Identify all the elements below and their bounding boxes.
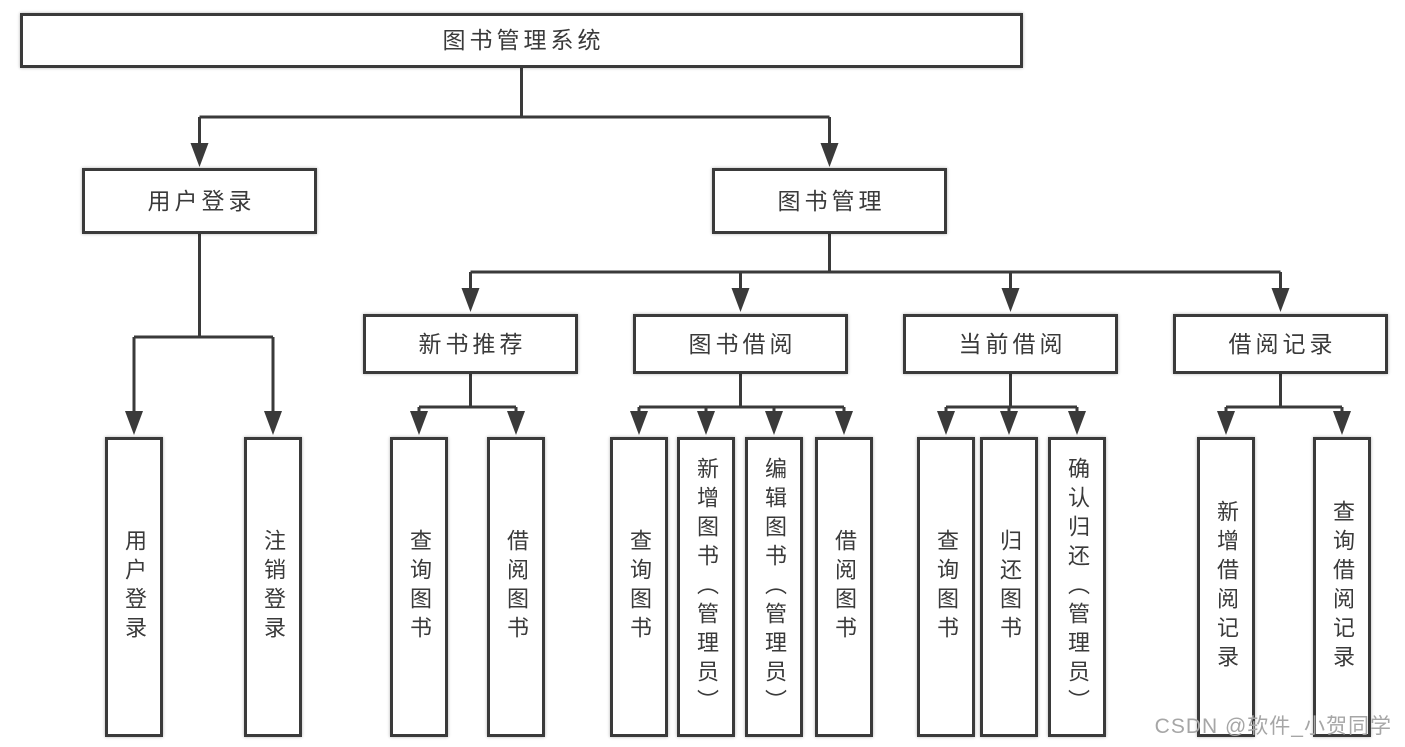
node-leaf-cb-confirm-return-admin: 确认归还（管理员） xyxy=(1048,437,1106,737)
node-borrow-record: 借阅记录 xyxy=(1173,314,1388,374)
connector-current-borrow-to-leaves xyxy=(937,374,1086,435)
node-user-login: 用户登录 xyxy=(82,168,317,234)
node-leaf-bb-borrow-book-label: 借阅图书 xyxy=(832,529,857,645)
node-leaf-nbr-borrow-book-label: 借阅图书 xyxy=(504,529,529,645)
node-book-borrow-label: 图书借阅 xyxy=(688,330,797,357)
node-leaf-br-add-record-label: 新增借阅记录 xyxy=(1214,500,1239,674)
node-leaf-user-login: 用户登录 xyxy=(105,437,163,737)
node-leaf-logout: 注销登录 xyxy=(244,437,302,737)
node-root-label: 图书管理系统 xyxy=(442,27,605,53)
node-leaf-bb-add-book-admin-label: 新增图书（管理员） xyxy=(694,456,719,718)
node-leaf-logout-label: 注销登录 xyxy=(261,529,286,645)
node-current-borrow: 当前借阅 xyxy=(903,314,1118,374)
node-leaf-br-add-record: 新增借阅记录 xyxy=(1197,437,1255,737)
connector-book-mgmt-to-level3 xyxy=(461,234,1290,312)
node-leaf-nbr-query-book: 查询图书 xyxy=(390,437,448,737)
node-leaf-bb-borrow-book: 借阅图书 xyxy=(815,437,873,737)
node-user-login-label: 用户登录 xyxy=(147,187,256,214)
node-root: 图书管理系统 xyxy=(20,13,1023,68)
connector-user-login-to-leaves xyxy=(125,234,282,435)
node-new-book-rec: 新书推荐 xyxy=(363,314,578,374)
node-borrow-record-label: 借阅记录 xyxy=(1228,330,1337,357)
node-leaf-nbr-query-book-label: 查询图书 xyxy=(407,529,432,645)
node-leaf-nbr-borrow-book: 借阅图书 xyxy=(487,437,545,737)
csdn-watermark: CSDN @软件_小贺同学 xyxy=(1154,715,1392,738)
node-leaf-bb-query-book: 查询图书 xyxy=(610,437,668,737)
node-book-borrow: 图书借阅 xyxy=(633,314,848,374)
node-current-borrow-label: 当前借阅 xyxy=(958,330,1067,357)
node-leaf-br-query-record-label: 查询借阅记录 xyxy=(1330,500,1355,674)
connector-borrow-record-to-leaves xyxy=(1217,374,1351,435)
node-book-mgmt: 图书管理 xyxy=(712,168,947,234)
node-leaf-cb-return-book: 归还图书 xyxy=(980,437,1038,737)
node-leaf-bb-add-book-admin: 新增图书（管理员） xyxy=(677,437,735,737)
node-leaf-cb-return-book-label: 归还图书 xyxy=(997,529,1022,645)
node-leaf-cb-query-book: 查询图书 xyxy=(917,437,975,737)
node-leaf-bb-edit-book-admin-label: 编辑图书（管理员） xyxy=(762,456,787,718)
node-leaf-cb-confirm-return-admin-label: 确认归还（管理员） xyxy=(1065,456,1090,718)
node-book-mgmt-label: 图书管理 xyxy=(777,187,886,214)
node-new-book-rec-label: 新书推荐 xyxy=(418,330,527,357)
connector-book-borrow-to-leaves xyxy=(630,374,853,435)
node-leaf-cb-query-book-label: 查询图书 xyxy=(934,529,959,645)
node-leaf-br-query-record: 查询借阅记录 xyxy=(1313,437,1371,737)
node-leaf-user-login-label: 用户登录 xyxy=(122,529,147,645)
node-leaf-bb-query-book-label: 查询图书 xyxy=(627,529,652,645)
connector-root-to-level2 xyxy=(190,68,839,167)
connector-new-book-rec-to-leaves xyxy=(410,374,525,435)
node-leaf-bb-edit-book-admin: 编辑图书（管理员） xyxy=(745,437,803,737)
